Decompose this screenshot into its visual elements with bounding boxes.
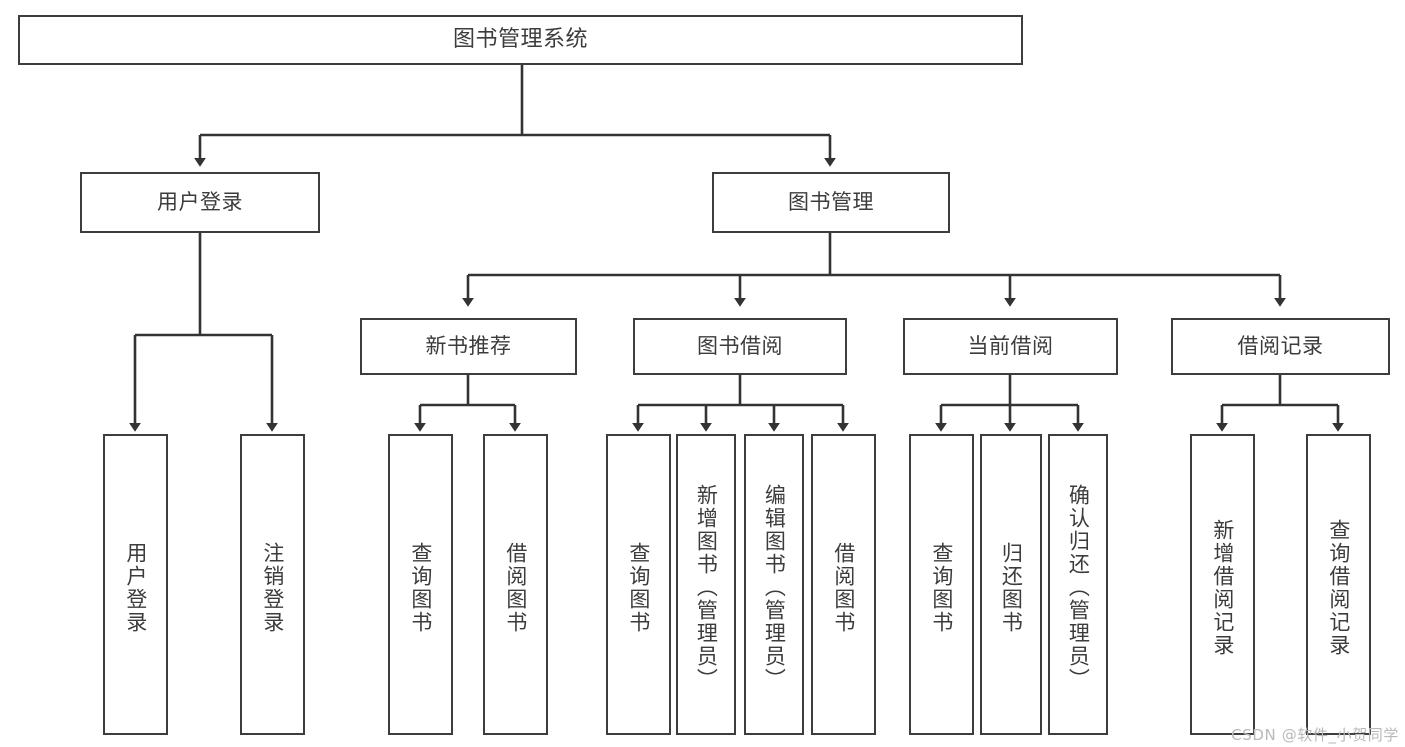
- leaf-return-books[interactable]: 归还图书: [980, 434, 1042, 735]
- node-book-borrow[interactable]: 图书借阅: [633, 318, 847, 375]
- leaf-query-borrow-record[interactable]: 查询借阅记录: [1306, 434, 1371, 735]
- leaf-query-books-borrow-label: 查询图书: [626, 541, 651, 634]
- leaf-query-books-rec[interactable]: 查询图书: [388, 434, 453, 735]
- node-user-login[interactable]: 用户登录: [80, 172, 320, 233]
- leaf-borrow-books-borrow[interactable]: 借阅图书: [811, 434, 876, 735]
- leaf-confirm-return-admin-label: 确认归还（管理员）: [1066, 484, 1091, 691]
- node-new-book-recommendation-label: 新书推荐: [425, 333, 512, 358]
- leaf-query-books-current-label: 查询图书: [929, 541, 954, 634]
- node-root[interactable]: 图书管理系统: [18, 15, 1023, 65]
- leaf-edit-book-admin-label: 编辑图书（管理员）: [762, 484, 787, 691]
- node-root-label: 图书管理系统: [452, 26, 588, 52]
- node-current-borrow-label: 当前借阅: [967, 333, 1054, 358]
- leaf-add-borrow-record-label: 新增借阅记录: [1210, 518, 1235, 657]
- leaf-borrow-books-borrow-label: 借阅图书: [831, 541, 856, 634]
- leaf-borrow-books-rec-label: 借阅图书: [503, 541, 528, 634]
- leaf-borrow-books-rec[interactable]: 借阅图书: [483, 434, 548, 735]
- leaf-edit-book-admin[interactable]: 编辑图书（管理员）: [744, 434, 804, 735]
- leaf-add-book-admin[interactable]: 新增图书（管理员）: [676, 434, 736, 735]
- leaf-return-books-label: 归还图书: [999, 541, 1024, 634]
- node-book-management-label: 图书管理: [788, 189, 874, 214]
- leaf-logout[interactable]: 注销登录: [240, 434, 305, 735]
- node-book-borrow-label: 图书借阅: [697, 333, 783, 358]
- leaf-add-borrow-record[interactable]: 新增借阅记录: [1190, 434, 1255, 735]
- leaf-user-login-label: 用户登录: [123, 541, 148, 634]
- leaf-logout-label: 注销登录: [260, 541, 285, 634]
- leaf-confirm-return-admin[interactable]: 确认归还（管理员）: [1048, 434, 1108, 735]
- leaf-user-login[interactable]: 用户登录: [103, 434, 168, 735]
- leaf-query-books-rec-label: 查询图书: [408, 541, 433, 634]
- node-current-borrow[interactable]: 当前借阅: [903, 318, 1118, 375]
- leaf-add-book-admin-label: 新增图书（管理员）: [694, 484, 719, 691]
- node-borrow-record-label: 借阅记录: [1237, 333, 1324, 358]
- leaf-query-books-borrow[interactable]: 查询图书: [606, 434, 671, 735]
- csdn-watermark: CSDN @软件_小贺同学: [1231, 726, 1399, 744]
- leaf-query-books-current[interactable]: 查询图书: [909, 434, 974, 735]
- node-user-login-label: 用户登录: [157, 189, 243, 214]
- leaf-query-borrow-record-label: 查询借阅记录: [1326, 518, 1351, 657]
- node-borrow-record[interactable]: 借阅记录: [1171, 318, 1390, 375]
- node-book-management[interactable]: 图书管理: [712, 172, 950, 233]
- node-new-book-recommendation[interactable]: 新书推荐: [360, 318, 577, 375]
